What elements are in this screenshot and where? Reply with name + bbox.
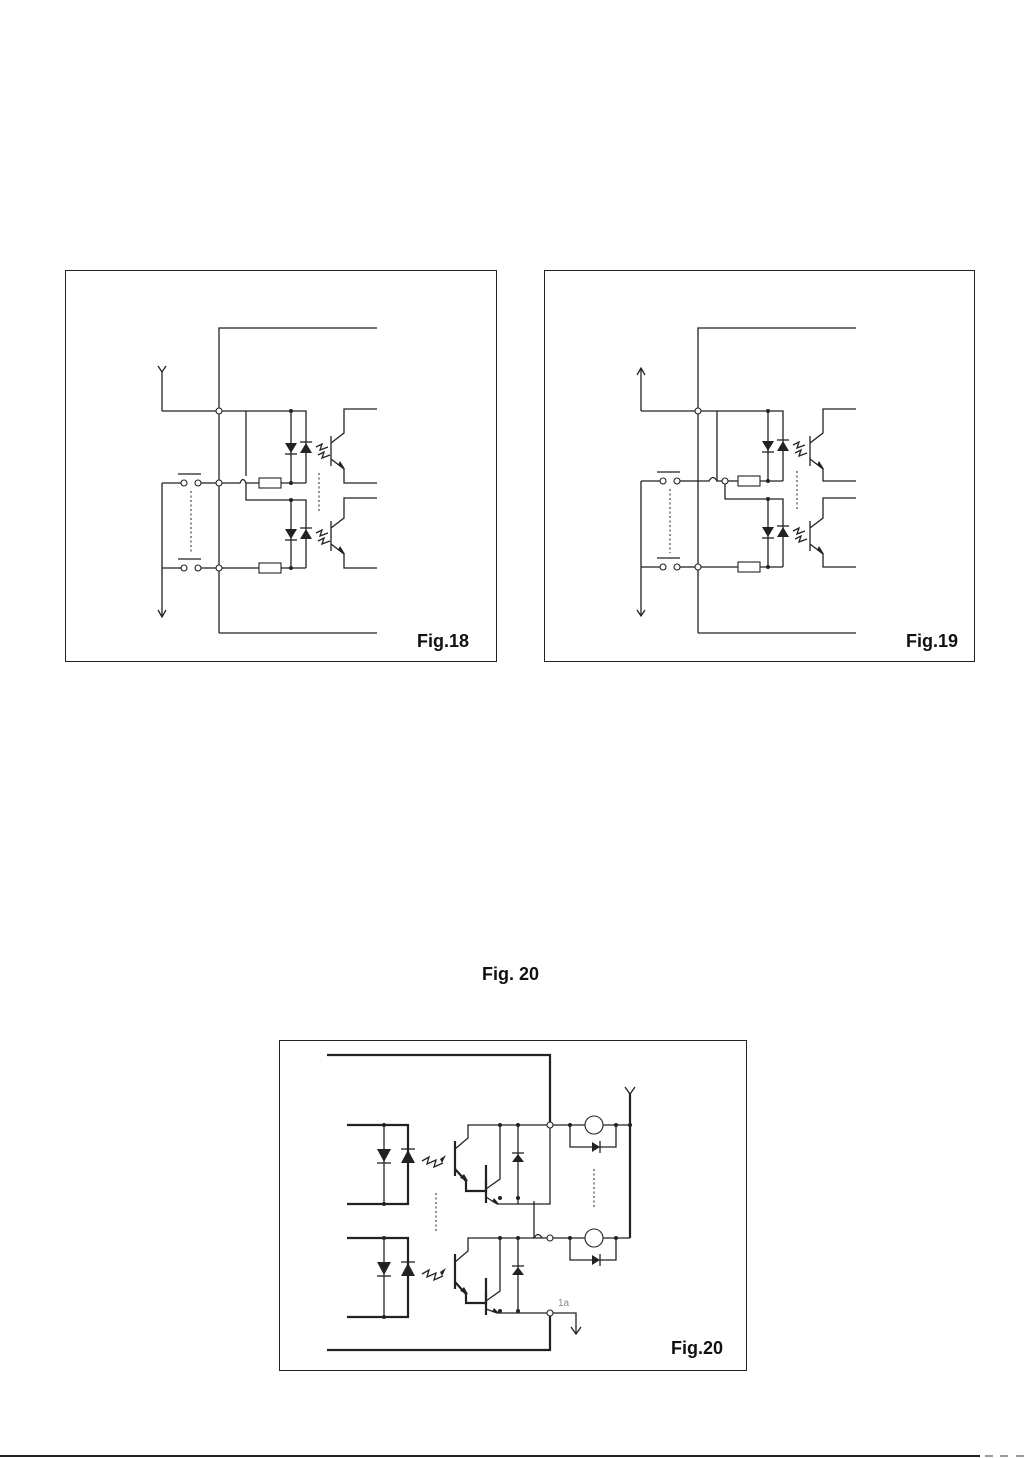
page-bottom-rule xyxy=(0,1455,980,1457)
fig20-panel: 1a Fig.20 xyxy=(279,1040,747,1371)
fig19-panel: Fig.19 xyxy=(544,270,975,662)
fig20-label: Fig.20 xyxy=(671,1338,723,1359)
page-corner-mark xyxy=(1000,1455,1008,1457)
fig20-schematic: 1a xyxy=(280,1041,748,1372)
page-corner-mark xyxy=(985,1455,993,1457)
page-corner-mark xyxy=(1016,1455,1024,1457)
fig20-node-label: 1a xyxy=(558,1298,570,1309)
fig20-heading: Fig. 20 xyxy=(482,964,539,985)
fig18-panel: Fig.18 xyxy=(65,270,497,662)
fig19-label: Fig.19 xyxy=(906,631,958,652)
fig19-schematic xyxy=(545,271,976,663)
fig18-label: Fig.18 xyxy=(417,631,469,652)
fig18-schematic xyxy=(66,271,498,663)
